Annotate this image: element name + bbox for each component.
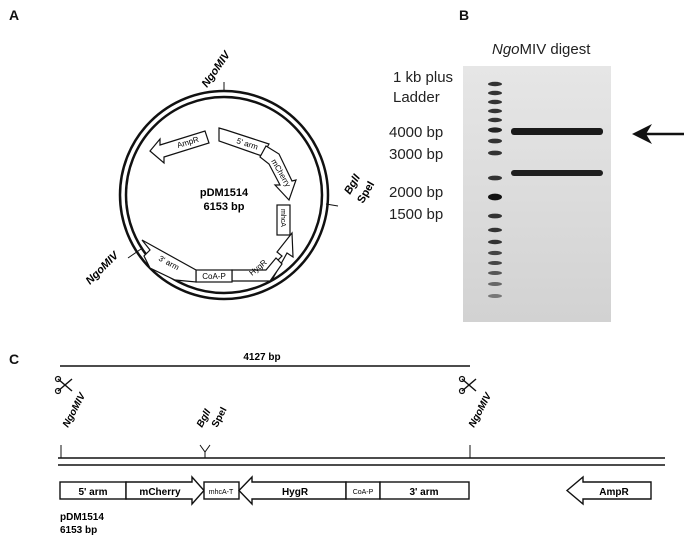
mcherry-arrow: [259, 145, 297, 202]
ladder-band: [488, 175, 502, 181]
arrow-left-icon: [632, 124, 684, 144]
linear-mcherry-arrow: [125, 475, 205, 506]
ladder-band: [488, 294, 502, 298]
linear-plasmid-name: pDM1514: [60, 512, 104, 523]
digest-band-upper: [511, 128, 603, 135]
ampr-arrow: [149, 130, 210, 165]
gel-image: [463, 66, 611, 322]
mhca-box: [276, 204, 291, 236]
gel-title-italic: Ngo: [492, 41, 520, 58]
plasmid-map: NgoMIV BglI SpeI NgoMIV AmpR 5' arm mChe…: [84, 48, 377, 301]
gel-title-rest: MIV digest: [519, 41, 591, 58]
site-label-ngomiv-left: NgoMIV: [84, 249, 123, 288]
ladder-band: [488, 99, 502, 105]
arm3-arrow: [141, 239, 197, 283]
ladder-band: [488, 81, 502, 87]
marker-4000: 4000 bp: [389, 124, 444, 141]
ladder-band: [488, 271, 502, 275]
ladder-lane: [488, 81, 502, 298]
ladder-band: [488, 261, 502, 265]
linear-site-bgli: BglI: [195, 407, 214, 429]
linear-mcherry-label: mCherry: [139, 487, 181, 498]
linear-ampr-arrow: [565, 475, 652, 506]
ladder-label-line1: 1 kb plus: [393, 69, 454, 86]
ladder-label-line2: Ladder: [393, 89, 440, 106]
plasmid-size: 6153 bp: [204, 201, 245, 213]
ladder-band: [488, 90, 502, 96]
ladder-band: [488, 193, 502, 201]
site-tick-bgli: [325, 203, 339, 207]
mhca-label: mhcA: [279, 209, 286, 227]
gel-title: NgoMIV digest: [492, 41, 590, 58]
ladder-band: [488, 282, 502, 286]
linear-map: 4127 bp NgoMIV NgoMIV BglI SpeI 5' arm m…: [54, 352, 665, 536]
ladder-band: [488, 138, 502, 144]
linear-ampr-label: AmpR: [599, 487, 629, 498]
plasmid-name: pDM1514: [200, 187, 249, 199]
ladder-band: [488, 117, 502, 123]
scissors-left-icon: [54, 375, 73, 395]
marker-2000: 2000 bp: [389, 184, 444, 201]
linear-site-ngomiv-right: NgoMIV: [467, 390, 495, 429]
linear-arm5-label: 5' arm: [78, 487, 107, 498]
ladder-band: [488, 150, 502, 156]
fragment-length: 4127 bp: [243, 352, 280, 363]
linear-site-ngomiv-left: NgoMIV: [61, 390, 89, 429]
panel-label-c: C: [9, 351, 20, 367]
ladder-band: [488, 127, 502, 133]
linear-plasmid-size: 6153 bp: [60, 525, 97, 536]
scissors-right-icon: [458, 375, 477, 395]
panel-label-b: B: [459, 7, 470, 23]
plasmid-inner-ring: [124, 95, 324, 295]
linear-arm3-box: [379, 481, 470, 500]
site-tick-ngomiv-left: [127, 248, 142, 259]
marker-3000: 3000 bp: [389, 146, 444, 163]
linear-hygr-label: HygR: [282, 487, 309, 498]
ladder-band: [488, 227, 502, 233]
marker-1500: 1500 bp: [389, 206, 444, 223]
ladder-band: [488, 239, 502, 245]
ladder-band: [488, 250, 502, 256]
panel-label-a: A: [9, 7, 20, 23]
tick-bgli-spei: [199, 444, 211, 458]
linear-coap-label: CoA-P: [353, 489, 374, 496]
linear-mhcat-label: mhcA-T: [209, 489, 234, 496]
ladder-band: [488, 213, 502, 219]
digest-band-lower: [511, 170, 603, 176]
ladder-band: [488, 108, 502, 114]
gel-background: [463, 66, 611, 322]
coap-label: CoA-P: [202, 272, 226, 281]
site-label-ngomiv-top: NgoMIV: [200, 48, 234, 90]
linear-arm3-label: 3' arm: [409, 487, 438, 498]
linear-site-spei: SpeI: [210, 405, 230, 429]
